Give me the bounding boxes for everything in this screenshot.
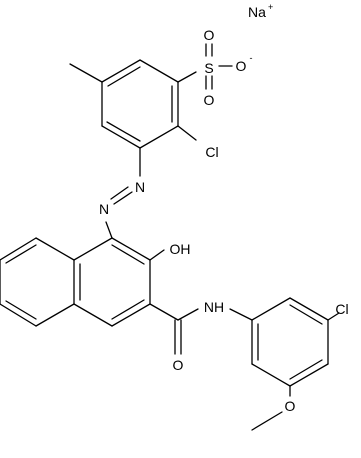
amide-nh-label: NH — [204, 299, 224, 315]
bond — [111, 237, 151, 261]
bond — [289, 297, 329, 321]
upper-benzene-ring — [101, 59, 179, 149]
hydroxyl-label: OH — [170, 241, 191, 257]
bond — [149, 303, 179, 321]
methoxy-oxygen-label: O — [285, 398, 296, 414]
bond — [139, 59, 179, 83]
carbonyl-oxygen-label: O — [173, 357, 184, 373]
oxygen-anion-charge: - — [250, 53, 253, 63]
bond — [105, 221, 113, 239]
bond — [5, 300, 37, 320]
sodium-charge: + — [268, 2, 273, 12]
sodium-label: Na — [248, 4, 266, 20]
chloro-top-label: Cl — [205, 144, 218, 160]
amide-group: NH O — [149, 299, 253, 373]
bond — [73, 303, 113, 327]
lower-benzene-ring — [251, 297, 329, 387]
bond — [73, 237, 113, 261]
oxygen-anion-label: O — [236, 58, 247, 74]
bond — [139, 125, 179, 149]
bond — [289, 304, 323, 325]
azo-n1-label: N — [135, 179, 145, 195]
hydroxyl-bond — [149, 249, 165, 261]
sulfonate-group: S O O O - — [177, 27, 253, 108]
bond — [177, 308, 199, 321]
bond — [101, 125, 141, 149]
bond — [101, 59, 141, 83]
sodium-counterion: Na + — [248, 2, 273, 20]
bond — [113, 191, 133, 205]
chloro-right-label: Cl — [335, 301, 348, 317]
bond — [177, 71, 197, 83]
bond — [35, 237, 75, 261]
bond — [229, 308, 253, 321]
naphthalene-ring — [0, 237, 151, 327]
bond — [251, 363, 291, 387]
bond — [106, 121, 141, 142]
chloro-bond — [327, 312, 340, 321]
methoxy-methyl-bond — [251, 411, 283, 431]
chloro-bond — [177, 125, 197, 141]
bond — [110, 186, 129, 200]
bond — [289, 363, 329, 387]
oxygen-lower-label: O — [204, 92, 215, 108]
bond — [107, 66, 141, 87]
bond — [289, 359, 323, 380]
bond — [35, 303, 75, 327]
methyl-bond — [69, 63, 103, 83]
bond — [5, 244, 37, 264]
bond — [0, 237, 37, 261]
bond — [0, 303, 37, 327]
sulfur-label: S — [204, 60, 213, 76]
bond — [111, 244, 145, 265]
azo-n2-label: N — [99, 201, 109, 217]
azo-linkage: N N — [99, 147, 145, 239]
oxygen-upper-label: O — [204, 27, 215, 43]
bond — [251, 297, 291, 321]
bond — [111, 303, 151, 327]
bond — [111, 299, 145, 320]
